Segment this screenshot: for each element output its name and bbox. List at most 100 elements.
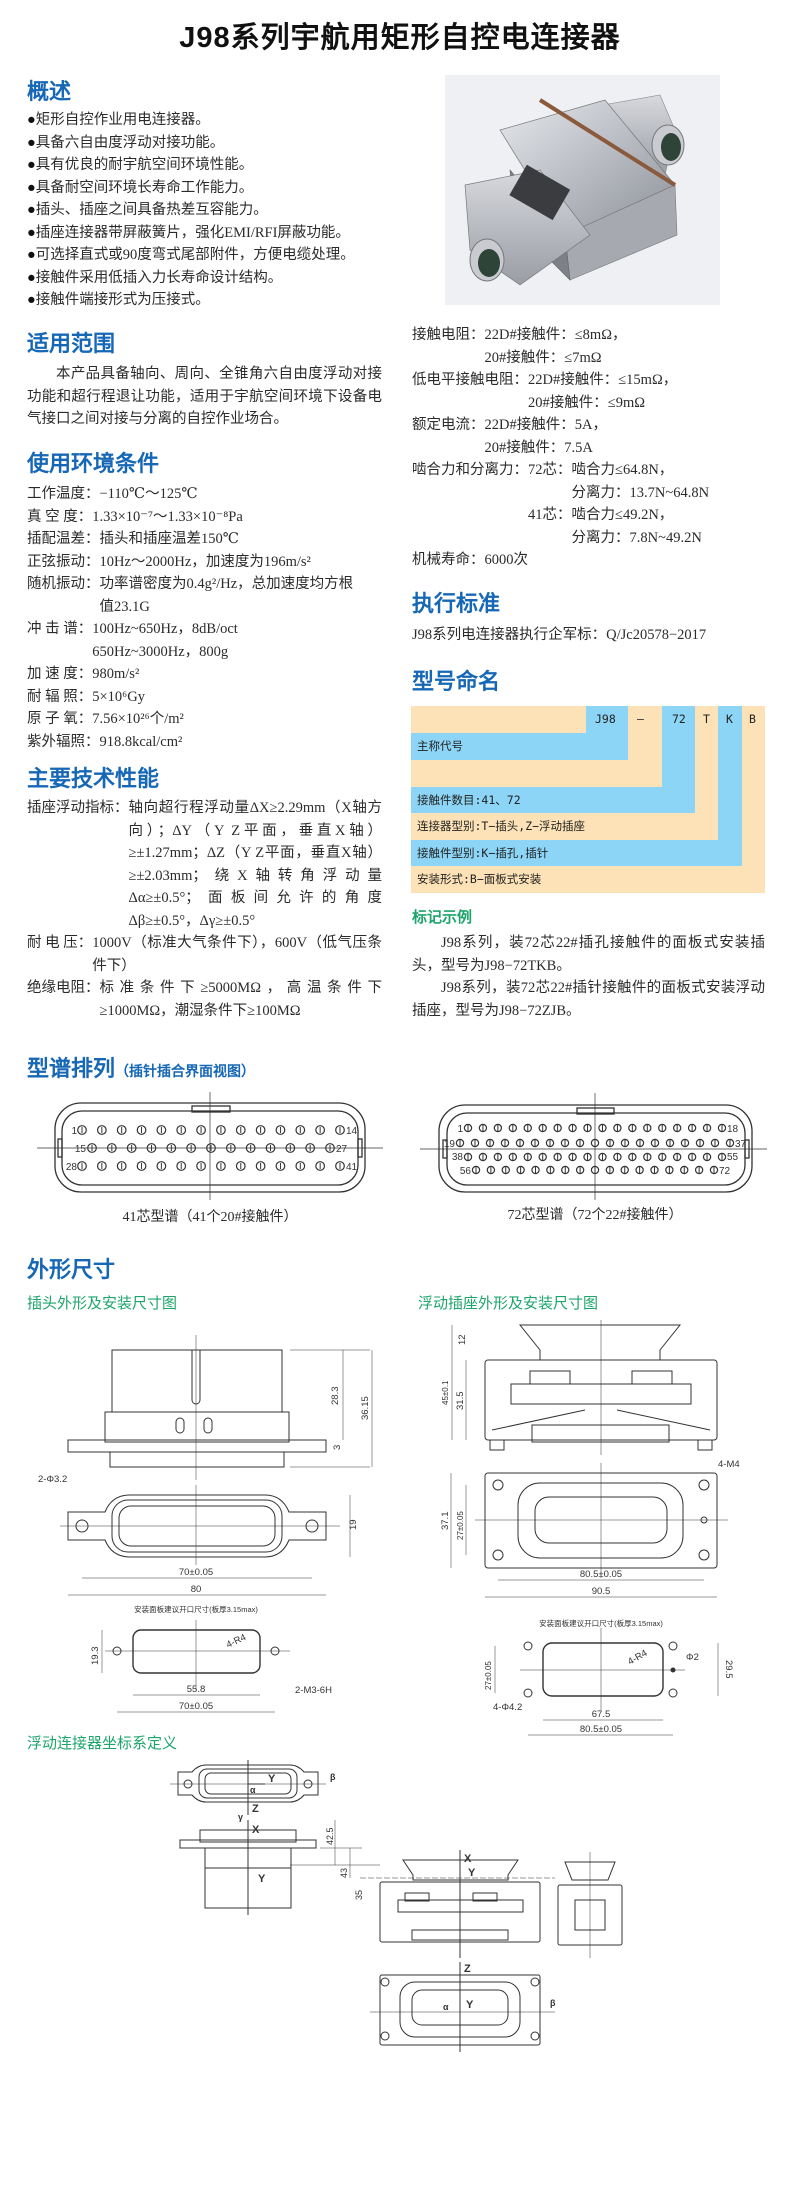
model-row-connector-type: 连接器型别:T−插头,Z−浮动插座 (417, 819, 586, 833)
electrical-specs: 接触电阻： 22D#接触件：≤8mΩ，20#接触件：≤7mΩ 低电平接触电阻： … (412, 324, 792, 572)
spec-label: 机械寿命： (412, 552, 485, 568)
contact-pin (605, 1138, 615, 1148)
layout-72-caption: 72芯型谱（72个22#接触件） (507, 1208, 683, 1223)
pin-label: 27 (336, 1144, 348, 1155)
contact-pin (650, 1165, 659, 1175)
contact-pin (687, 1123, 697, 1133)
product-photo (445, 75, 720, 305)
contact-pin (575, 1138, 585, 1148)
contact-pin (680, 1165, 689, 1175)
model-table-highlight (718, 706, 742, 866)
performance-item: 插座浮动指标： 轴向超行程浮动量ΔX≥2.29mm（X轴方向）；ΔY（Y Z平面… (27, 797, 382, 932)
dim-label: 3 (332, 1445, 343, 1450)
contact-pin (568, 1123, 577, 1133)
contact-pin (613, 1123, 622, 1133)
core-label: 72芯： (528, 462, 572, 478)
environment-value: 650Hz~3000Hz，800g (92, 643, 229, 660)
contact-pin (635, 1138, 645, 1148)
environment-label: 紫外辐照： (27, 733, 100, 750)
contact-pin (598, 1123, 607, 1133)
contact-pin (315, 1161, 326, 1171)
contact-pin (709, 1165, 719, 1175)
contact-pin (305, 1143, 316, 1153)
spec-value: 分离力：13.7N~64.8N (571, 484, 710, 501)
environment-item: 耐 辐 照：5×10⁶Gy (27, 686, 387, 709)
performance-item: 绝缘电阻： 标准条件下≥5000MΩ，高温条件下≥1000MΩ，潮湿条件下≥10… (27, 977, 382, 1022)
contact-pin (136, 1161, 147, 1171)
dim-label: 29.5 (723, 1660, 734, 1679)
spec-label: 额定电流： (412, 417, 485, 433)
model-code-b: B (749, 712, 756, 726)
pin-label: 1 (457, 1124, 463, 1135)
model-table-highlight (411, 733, 628, 760)
contact-pin (665, 1165, 674, 1175)
contact-pin (325, 1143, 335, 1153)
model-code-k: K (726, 712, 733, 726)
spec-mating-force: 啮合力和分离力： 72芯：啮合力≤64.8N，分离力：13.7N~64.8N 4… (412, 459, 792, 549)
dim-label: 70±0.05 (179, 1567, 213, 1578)
contact-pin (295, 1161, 306, 1171)
overview-item: 插座连接器带屏蔽簧片，强化EMI/RFI屏蔽功能。 (27, 222, 407, 245)
axis-label: Y (466, 1999, 474, 2011)
contact-pin (553, 1152, 562, 1162)
contact-pin (116, 1161, 127, 1171)
pin-label: 37 (735, 1139, 747, 1150)
axis-label: Z (252, 1803, 259, 1815)
dim-label: 4-Φ4.2 (493, 1702, 522, 1713)
performance-value: 1000V（标准大气条件下），600V（低气压条件下） (92, 935, 382, 974)
pin-layout-diagrams: 1 14 15 27 28 41 1 18 19 37 38 55 56 72 (37, 1092, 767, 1200)
dim-label: 19.3 (90, 1647, 101, 1666)
contact-pin (583, 1123, 592, 1133)
pin-label: 56 (460, 1166, 472, 1177)
contact-pin (553, 1123, 562, 1133)
contact-pin (598, 1152, 607, 1162)
contact-pin (590, 1165, 600, 1175)
contact-pin (523, 1123, 532, 1133)
axis-label: α (250, 1785, 256, 1795)
example-heading: 标记示例 (412, 908, 473, 926)
dim-label: 27±0.05 (456, 1511, 465, 1540)
contact-pin (501, 1165, 510, 1175)
contact-pin (702, 1123, 712, 1133)
contact-pin (156, 1125, 167, 1135)
spec-value: 20#接触件：≤7mΩ (484, 349, 602, 366)
dim-label: 36.15 (360, 1396, 371, 1420)
pin-label: 55 (727, 1152, 739, 1163)
axis-label: Y (268, 1773, 276, 1785)
contact-pin (672, 1123, 682, 1133)
spec-value: 22D#接触件：≤8mΩ， (484, 327, 627, 343)
contact-pin (96, 1125, 107, 1135)
contact-pin (717, 1123, 727, 1133)
contact-pin (672, 1152, 682, 1162)
contact-pin (725, 1138, 735, 1148)
layouts-heading: 型谱排列（插针插合界面视图） (27, 1051, 255, 1083)
contact-pin (463, 1152, 473, 1162)
overview-heading: 概述 (27, 80, 72, 105)
spec-label: 啮合力和分离力： (412, 462, 528, 478)
contact-pin (485, 1138, 495, 1148)
socket-front-view (450, 1463, 728, 1598)
axis-label: X (464, 1853, 472, 1865)
model-naming-heading: 型号命名 (412, 670, 501, 695)
dim-label: 45±0.1 (441, 1380, 450, 1405)
contact-pin (235, 1125, 246, 1135)
spec-label: 低电平接触电阻： (412, 372, 528, 388)
contact-pin (628, 1152, 637, 1162)
dim-label: 42.5 (325, 1827, 335, 1845)
dim-label: Φ2 (686, 1652, 699, 1663)
environment-label: 随机振动： (27, 576, 100, 592)
dim-label: 27±0.05 (484, 1661, 493, 1690)
contact-pin (620, 1138, 630, 1148)
spec-value: 6000次 (484, 552, 529, 568)
dimension-drawings: 28.3 36.15 3 2-Φ3.2 19 70±0.05 80 安装面板建议… (38, 1320, 740, 2052)
environment-label: 加 速 度： (27, 666, 93, 682)
contact-pin (530, 1138, 540, 1148)
overview-item: 接触件采用低插入力长寿命设计结构。 (27, 267, 407, 290)
contact-pin (87, 1143, 97, 1153)
pin-label: 1 (71, 1126, 77, 1137)
example-paragraph: J98系列，装72芯22#插针接触件的面板式安装浮动插座，型号为J98−72ZJ… (412, 980, 765, 1019)
pin-label: 19 (444, 1139, 456, 1150)
model-code-72: 72 (672, 712, 686, 726)
plug-front-view (60, 1485, 351, 1596)
contact-pin (235, 1161, 246, 1171)
